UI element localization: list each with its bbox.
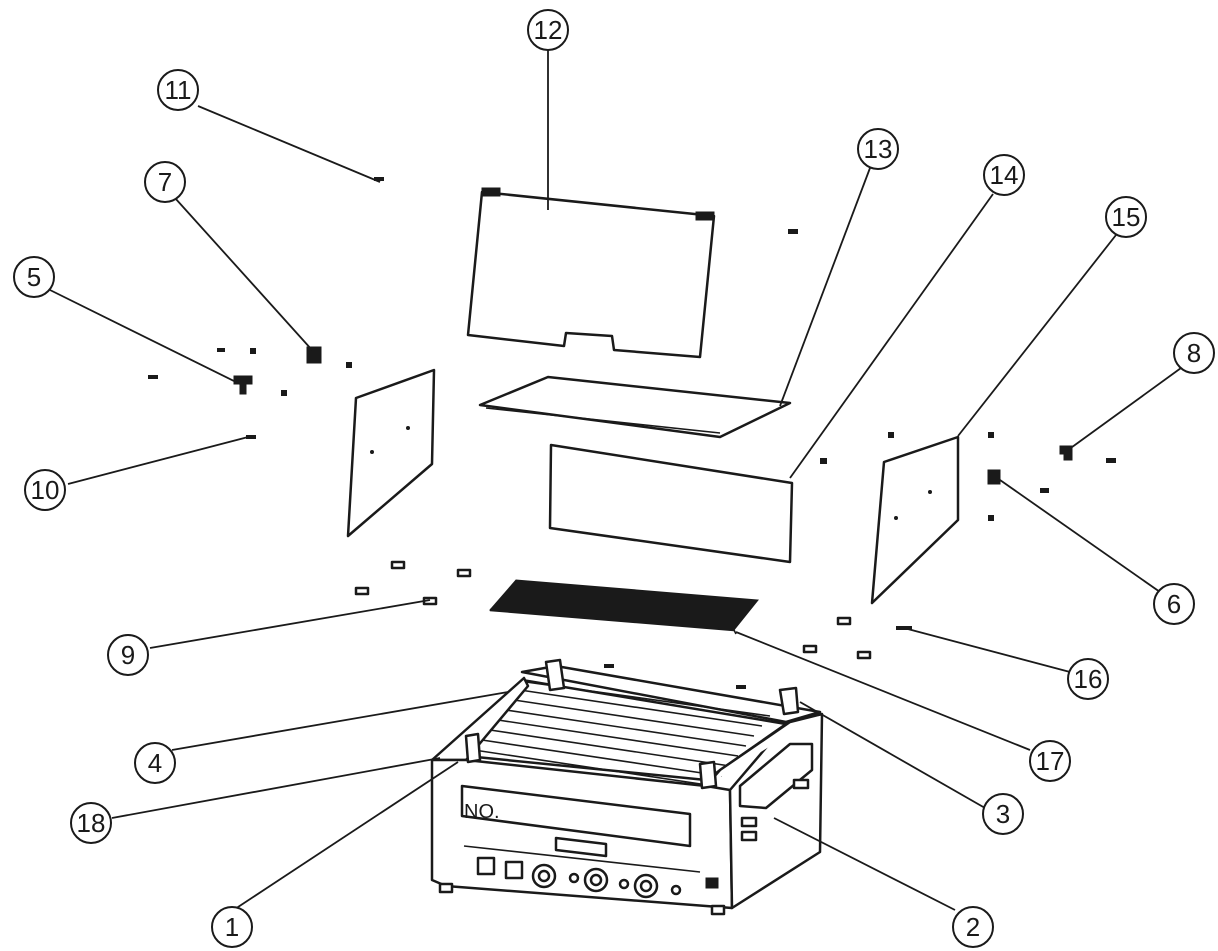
callout-4-label: 4 [148,748,162,778]
callout-12: 12 [527,9,569,51]
part-17-grate [488,579,759,635]
part-7-bracket [306,346,322,364]
callout-16: 16 [1067,658,1109,700]
callout-5: 5 [13,256,55,298]
callout-9: 9 [107,634,149,676]
callout-10-label: 10 [31,475,60,505]
part-12-top-cover [466,187,716,359]
part-15-right-side-panel [870,435,960,605]
callout-7-label: 7 [158,167,172,197]
callout-3: 3 [982,793,1024,835]
callout-14: 14 [983,154,1025,196]
callout-17: 17 [1029,740,1071,782]
part-5-bracket [233,375,253,395]
callout-14-label: 14 [990,160,1019,190]
callout-15-label: 15 [1112,202,1141,232]
callout-12-label: 12 [534,15,563,45]
machine-front-text: NO. [464,801,500,823]
callout-10: 10 [24,469,66,511]
callout-4: 4 [134,742,176,784]
callout-6: 6 [1153,583,1195,625]
callout-18-label: 18 [77,808,106,838]
callout-11-label: 11 [165,75,192,105]
part-13-plate [478,375,792,439]
callout-15: 15 [1105,196,1147,238]
callout-1: 1 [211,906,253,948]
callout-7: 7 [144,161,186,203]
part-6-bracket [987,469,1001,485]
callout-18: 18 [70,802,112,844]
callout-11: 11 [157,69,199,111]
callout-3-label: 3 [996,799,1010,829]
callout-13-label: 13 [864,134,893,164]
callout-2: 2 [952,906,994,948]
callout-8-label: 8 [1187,338,1201,368]
callout-2-label: 2 [966,912,980,942]
hot-dog-roller-machine: NO. [430,658,824,916]
leader-lines [49,50,1182,912]
callout-8: 8 [1173,332,1215,374]
left-side-panel [346,368,436,538]
callout-16-label: 16 [1074,664,1103,694]
part-14-rear-panel [548,443,794,564]
rollers [473,681,771,787]
callout-13: 13 [857,128,899,170]
callout-6-label: 6 [1167,589,1181,619]
callout-9-label: 9 [121,640,135,670]
callout-17-label: 17 [1036,746,1065,776]
callout-1-label: 1 [225,912,239,942]
callout-5-label: 5 [27,262,41,292]
